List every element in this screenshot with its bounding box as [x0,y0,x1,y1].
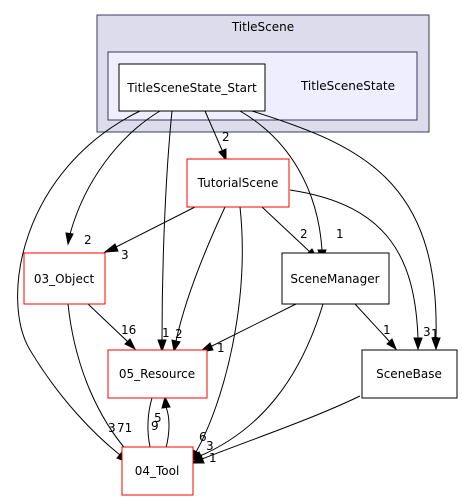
edge-tutorial-scenemanager: 2 [261,206,319,261]
edge-label-tool-resource: 5 [154,411,162,425]
edge-start-object: 2 [65,110,161,247]
edge-label-tutorial-resource: 2 [175,327,183,341]
edge-label-tutorial-object: 3 [121,248,129,262]
edge-start-resource: 1 [157,110,173,353]
node-tutorialscene[interactable]: TutorialScene [186,158,290,208]
edge-label-scenemanager-tool: 3 [206,439,214,453]
edge-scenemanager-tool: 3 [188,303,324,461]
edge-label-start-scenebase: 1 [431,327,439,341]
node-scenebase[interactable]: SceneBase [361,349,458,399]
edge-object-resource: 16 [87,303,136,351]
edge-label-object-tool: 71 [117,421,132,435]
edge-scenemanager-scenebase: 1 [354,303,397,351]
edge-start-tutorial: 2 [204,110,230,162]
edge-label-scenemanager-resource: 1 [217,341,225,355]
edge-label-object-resource: 16 [121,323,136,337]
node-04-tool-label: 04_Tool [135,464,180,478]
node-tutorialscene-label: TutorialScene [197,176,279,190]
cluster-titlescenestate-label: TitleSceneState [300,79,395,93]
edge-start-scenebase: 1 [251,110,441,351]
edge-label-tutorial-tool: 6 [199,430,207,444]
edge-label-start-resource: 1 [162,326,170,340]
edge-label-resource-tool: 9 [151,419,159,433]
edge-scenebase-tool: 1 [190,395,361,465]
node-titlescenestate-start-label: TitleSceneState_Start [126,81,257,95]
edge-label-start-object: 2 [84,233,92,247]
edge-label-start-scenemanager: 1 [336,227,344,241]
node-titlescenestate-start[interactable]: TitleSceneState_Start [118,63,266,112]
edge-label-scenebase-tool: 1 [209,451,217,465]
node-04-tool[interactable]: 04_Tool [121,446,194,496]
edge-scenemanager-resource: 1 [198,303,297,355]
edge-label-tutorial-scenebase: 3 [423,325,431,339]
node-03-object-label: 03_Object [34,272,95,286]
edge-label-start-tutorial: 2 [222,130,230,144]
edge-tutorial-tool: 6 [191,206,243,463]
node-05-resource[interactable]: 05_Resource [107,349,208,399]
edge-label-start-tool: 3 [108,421,116,435]
edge-tool-resource: 5 [154,395,171,449]
node-scenemanager[interactable]: SceneManager [281,252,390,305]
edge-tutorial-resource: 2 [171,206,226,353]
node-03-object[interactable]: 03_Object [23,252,106,305]
cluster-titlescene-label: TitleScene [231,20,294,34]
node-05-resource-label: 05_Resource [119,367,195,381]
edge-label-tutorial-scenemanager: 2 [300,227,308,241]
node-scenebase-label: SceneBase [376,367,442,381]
edge-tutorial-scenebase: 3 [289,189,431,351]
edge-tutorial-object: 3 [103,206,196,262]
edge-label-scenemanager-scenebase: 1 [383,323,391,337]
node-scenemanager-label: SceneManager [290,272,379,286]
